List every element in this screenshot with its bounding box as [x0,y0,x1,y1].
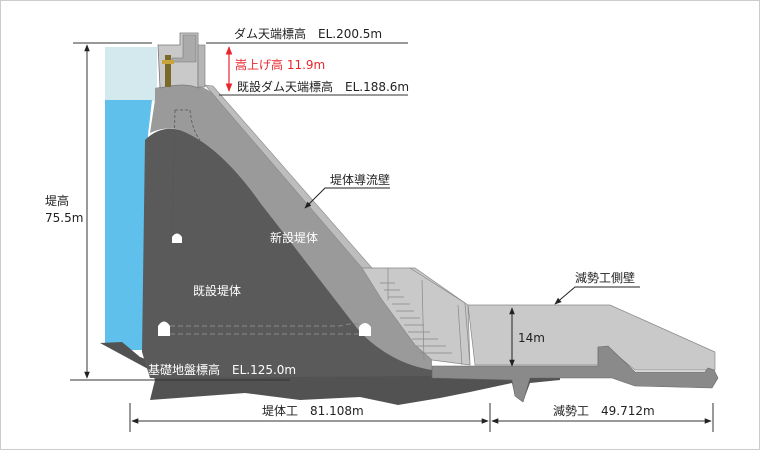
foundation-elevation-label: 基礎地盤標高 EL.125.0m [148,362,296,377]
gallery-upper-icon [172,233,182,243]
basin-side-wall-label: 減勢工側壁 [575,270,635,285]
basin-wall-height-label: 14m [518,331,545,345]
gallery-lower-left-icon [158,321,170,336]
crest-elevation-label: ダム天端標高 EL.200.5m [234,26,382,41]
gate-equipment-icon [165,55,171,87]
new-dam-body [150,84,432,370]
raise-height-label: 嵩上げ高 11.9m [235,57,325,72]
training-wall-leader [304,187,390,209]
reservoir-water [105,100,152,350]
stilling-basin [467,304,716,371]
crest-parapet [197,44,206,88]
existing-body-label: 既設堤体 [193,283,241,298]
reservoir-raised-water [105,47,157,101]
stair-steps [380,267,471,366]
basin-length-label: 減勢工 49.712m [553,403,655,418]
existing-dam-body [142,128,432,378]
basin-wall-leader [554,286,640,305]
basin-floor-slab [431,345,719,403]
dam-height-value: 75.5m [45,211,83,225]
dam-body-length-label: 堤体工 81.108m [262,404,364,418]
gallery-lower-right-icon [359,323,371,336]
new-body-label: 新設堤体 [270,230,318,245]
training-wall-label: 堤体導流壁 [330,172,390,187]
length-dimensions [129,403,714,432]
old-crest-outline [171,109,201,231]
stairway-structure [361,267,471,366]
existing-crest-elevation-label: 既設ダム天端標高 EL.188.6m [237,79,409,94]
dam-height-title: 堤高 [45,193,69,208]
gate-equipment-detail [162,60,174,64]
gallery-connection [170,323,360,335]
